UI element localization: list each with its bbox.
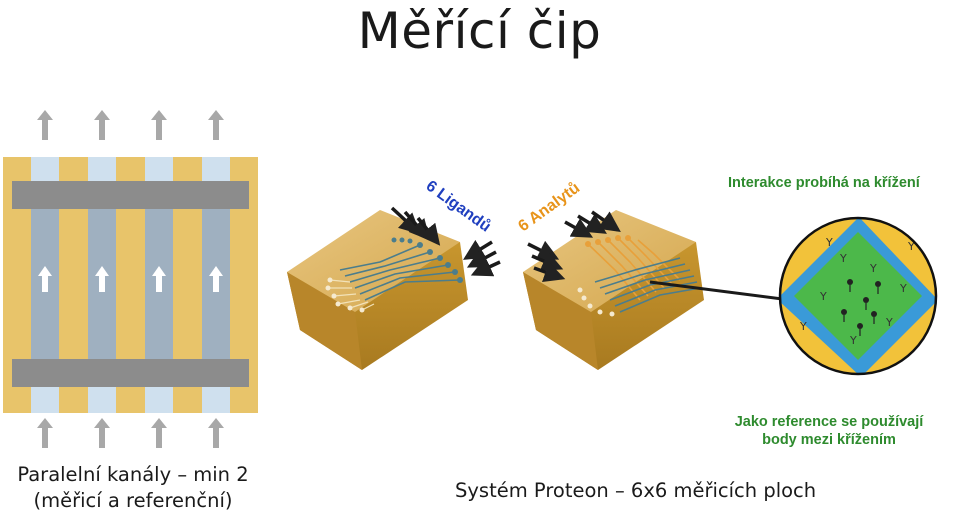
outlet [145, 387, 173, 413]
channel-flow-arrows [38, 266, 223, 292]
svg-text:Y: Y [885, 316, 893, 329]
svg-text:Y: Y [907, 240, 915, 253]
top-band [12, 181, 249, 209]
svg-text:Y: Y [819, 290, 827, 303]
center-caption: Systém Proteon – 6x6 měřicích ploch [455, 479, 817, 502]
left-caption-line2: (měřicí a referenční) [33, 489, 233, 512]
left-caption-line1: Paralelní kanály – min 2 [17, 463, 249, 486]
outlet [31, 387, 59, 413]
interaction-note: Interakce probíhá na křížení [728, 175, 920, 191]
svg-text:Y: Y [839, 252, 847, 265]
parallel-channels-diagram [3, 110, 258, 448]
left-caption: Paralelní kanály – min 2 (měřicí a refer… [8, 462, 258, 514]
outlet [88, 387, 116, 413]
inlet [31, 157, 59, 181]
analyte-inflow-arrows [527, 210, 621, 283]
svg-text:Y: Y [869, 262, 877, 275]
bottom-flow-arrows [37, 418, 224, 448]
svg-text:Y: Y [799, 320, 807, 333]
ligand-inflow-arrows [390, 206, 501, 277]
chip-ligands [287, 206, 501, 370]
page-title: Měřící čip [357, 2, 602, 60]
outlet [202, 387, 230, 413]
svg-text:Y: Y [849, 334, 857, 347]
reference-note-line1: Jako reference se používají [734, 414, 924, 430]
reference-note-line2: body mezi křížením [762, 432, 896, 448]
chip-analytes [523, 210, 791, 370]
zoom-pointer-line [649, 280, 791, 302]
svg-text:Y: Y [899, 282, 907, 295]
bottom-band [12, 359, 249, 387]
inlet [88, 157, 116, 181]
intersection-zoom: YYY YYY YYY [778, 216, 938, 376]
inlet [145, 157, 173, 181]
top-flow-arrows [37, 110, 224, 140]
reference-note: Jako reference se používají body mezi kř… [700, 413, 958, 449]
ligands-label: 6 Ligandů [423, 177, 494, 235]
svg-text:Y: Y [825, 236, 833, 249]
inlet [202, 157, 230, 181]
